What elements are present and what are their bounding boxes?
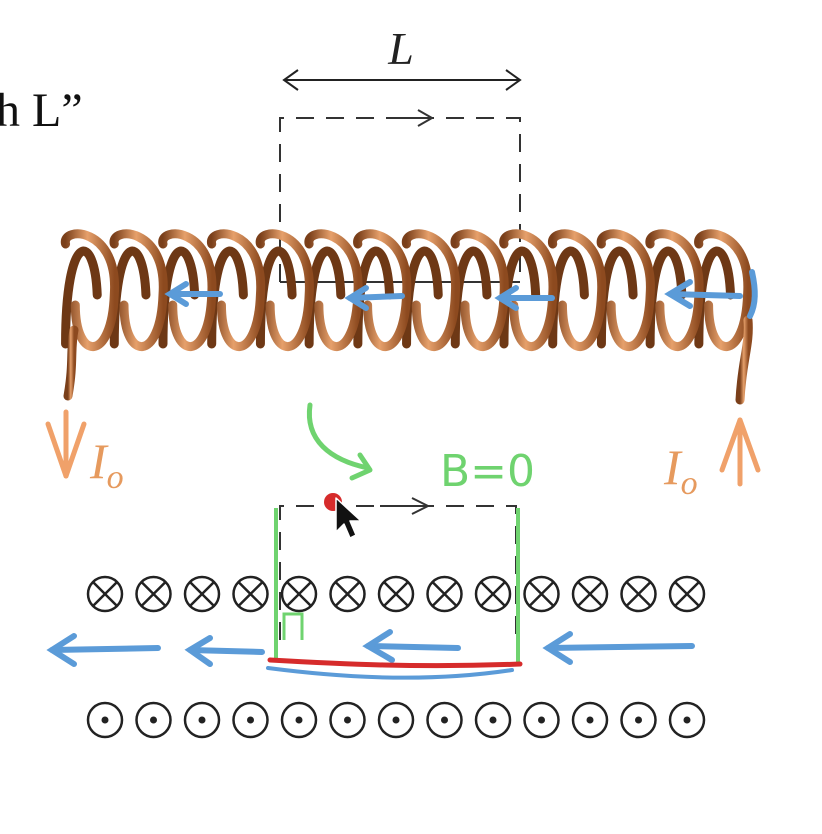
out-of-page-symbol: [329, 701, 366, 739]
field-annotation: B=0: [440, 446, 535, 497]
out-of-page-symbol: [474, 701, 512, 739]
amperian-loop-top: [279, 109, 521, 283]
out-of-page-symbol: [86, 701, 124, 739]
coil-turn: [353, 229, 412, 351]
out-of-page-symbol: [377, 701, 415, 739]
green-loop-sides: [274, 508, 520, 662]
current-arrow-right: [719, 417, 761, 487]
amperian-loop-bottom: [279, 497, 517, 640]
into-page-symbol: [280, 575, 318, 613]
coil-turn-back: [61, 246, 102, 349]
coil-turn: [61, 229, 119, 351]
length-label: L: [387, 23, 414, 74]
into-page-symbol: [377, 575, 415, 613]
coil-turn: [499, 229, 558, 351]
into-page-symbol: [232, 575, 269, 613]
out-of-page-symbol: [280, 701, 318, 739]
field-arrows-inside-coil: [164, 269, 758, 319]
into-page-symbol: [668, 575, 706, 613]
conductors-out-of-page: [86, 701, 706, 739]
current-label-right: Io: [663, 439, 698, 502]
coil-turn: [694, 229, 753, 351]
into-page-symbol: [329, 575, 366, 613]
field-arrows-cross-section: [46, 629, 695, 680]
coil-lead-left: [63, 325, 79, 401]
green-pointer-arrow: [306, 402, 373, 481]
length-indicator: L: [282, 23, 522, 91]
coil-turn: [548, 229, 606, 351]
mouse-cursor-icon: [335, 497, 362, 539]
into-page-symbol: [474, 575, 512, 613]
coil-lead-right: [735, 315, 753, 405]
coil-turn: [402, 229, 460, 351]
out-of-page-symbol: [523, 701, 560, 739]
into-page-symbol: [620, 575, 657, 613]
conductors-into-page: [86, 575, 706, 613]
current-label-left: Io: [89, 433, 124, 496]
out-of-page-symbol: [571, 701, 609, 739]
into-page-symbol: [571, 575, 609, 613]
solenoid-coil: [61, 229, 753, 405]
coil-turn: [255, 229, 314, 351]
out-of-page-symbol: [183, 701, 221, 739]
out-of-page-symbol: [135, 701, 172, 739]
coil-turn: [207, 229, 265, 351]
out-of-page-symbol: [232, 701, 269, 739]
into-page-symbol: [86, 575, 124, 613]
into-page-symbol: [523, 575, 560, 613]
out-of-page-symbol: [620, 701, 657, 739]
coil-turn: [109, 229, 168, 351]
title-fragment: h L”: [0, 84, 83, 137]
into-page-symbol: [183, 575, 221, 613]
current-arrow-left: [45, 409, 87, 479]
coil-turn: [596, 229, 655, 351]
into-page-symbol: [135, 575, 172, 613]
out-of-page-symbol: [668, 701, 706, 739]
out-of-page-symbol: [426, 701, 463, 739]
red-loop-segment: [267, 657, 523, 669]
into-page-symbol: [426, 575, 463, 613]
